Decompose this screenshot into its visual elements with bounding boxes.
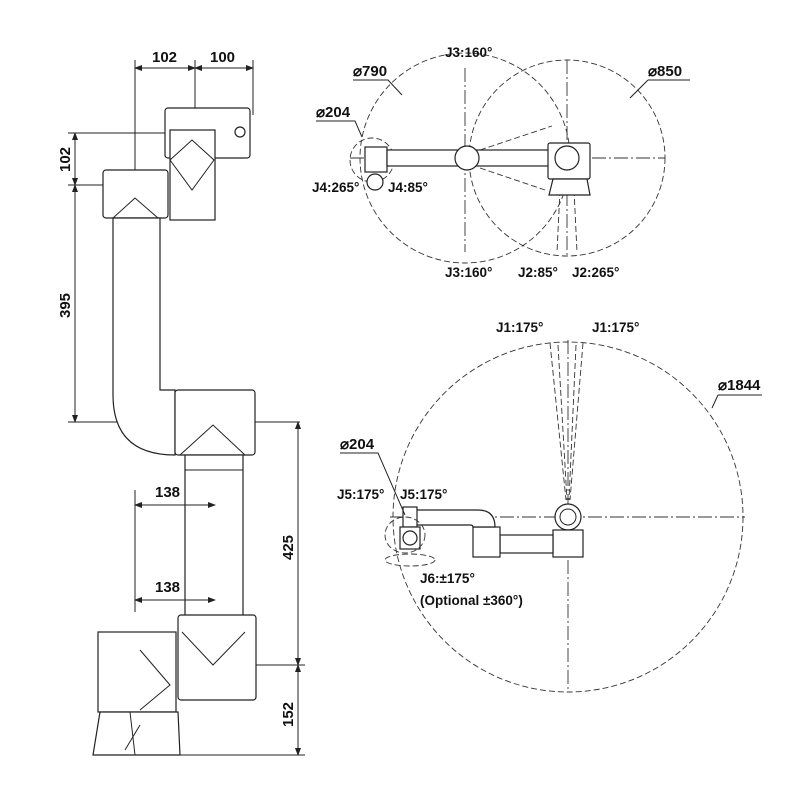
dim-offset-upper: 138 [155,484,180,501]
dim-top-right: 100 [210,49,235,66]
label-j1-left: J1:175° [496,320,543,335]
label-j5-left: J5:175° [337,487,384,502]
label-d790: ⌀790 [353,63,387,80]
label-j1-right: J1:175° [592,320,639,335]
top-view: ⌀790 ⌀850 ⌀204 J3:160° J3:160° J4:265° J… [312,45,690,280]
dim-upper-arm: 395 [57,293,74,318]
label-j5-right: J5:175° [400,487,447,502]
dim-base: 152 [280,702,297,727]
label-j4-left: J4:265° [312,180,359,195]
dim-wrist-height: 102 [57,147,74,172]
label-j6-optional: (Optional ±360°) [420,593,523,608]
label-j6: J6:±175° [420,571,475,586]
side-view: 102 100 102 395 [57,49,305,756]
dim-offset-lower: 138 [155,579,180,596]
label-j4-right: J4:85° [388,180,428,195]
reach-view: ⌀1844 ⌀204 J1:175° J1:175° J5:175° J5:17… [337,320,762,693]
dim-top-left: 102 [152,49,177,66]
label-d204-top: ⌀204 [316,104,351,121]
label-j3-bottom: J3:160° [445,265,492,280]
label-j2-left: J2:85° [518,265,558,280]
label-j2-right: J2:265° [572,265,619,280]
label-d204-reach: ⌀204 [340,436,375,453]
label-j3-top: J3:160° [445,45,492,60]
label-d850: ⌀850 [648,63,682,80]
label-d1844: ⌀1844 [718,377,761,394]
dim-lower-arm: 425 [280,535,297,560]
tool-flange-icon [234,126,246,138]
